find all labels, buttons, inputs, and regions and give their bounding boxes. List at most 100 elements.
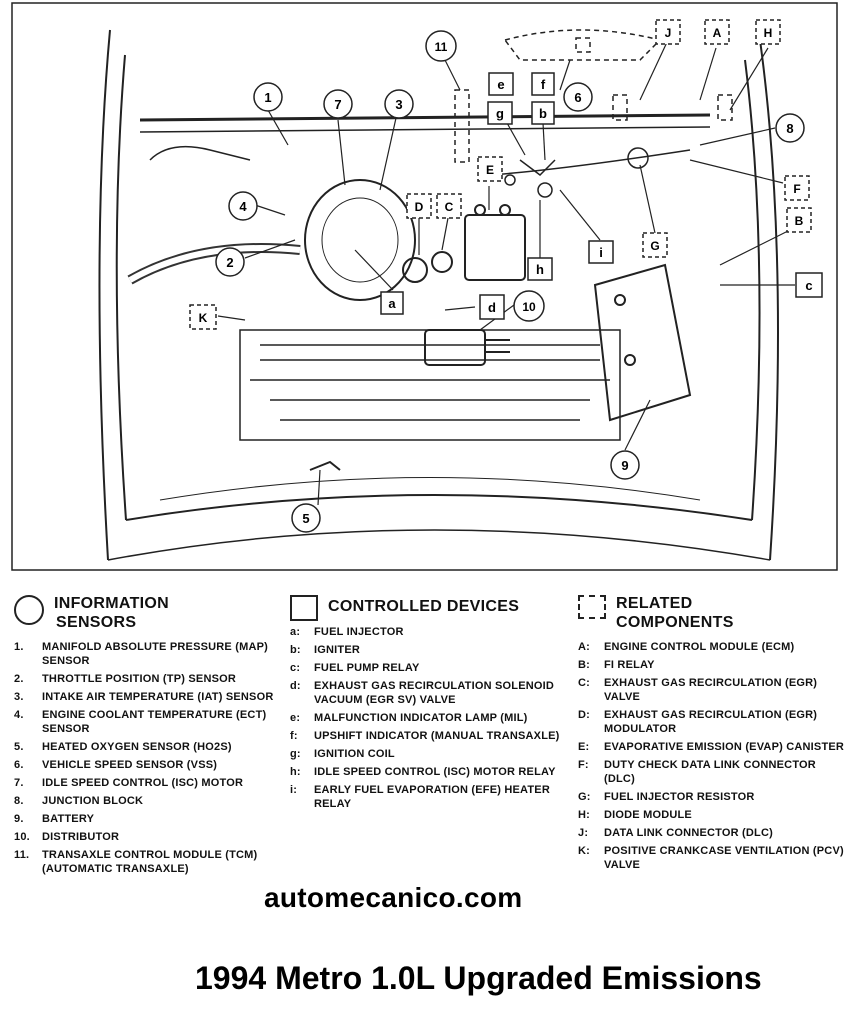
legend-key: 10. <box>14 831 30 843</box>
legend-text: EXHAUST GAS RECIRCULATION (EGR) VALVE <box>604 677 818 703</box>
legend-key: J: <box>578 827 589 839</box>
controlled-device-item: a:FUEL INJECTOR <box>290 625 560 639</box>
svg-text:9: 9 <box>621 458 628 473</box>
legend-key: G: <box>578 791 591 803</box>
legend-text: DATA LINK CONNECTOR (DLC) <box>604 827 773 839</box>
legend-text: ENGINE CONTROL MODULE (ECM) <box>604 641 795 653</box>
dashed-square-icon <box>578 595 606 619</box>
legend-controlled-devices: CONTROLLED DEVICES a:FUEL INJECTOR b:IGNI… <box>290 594 560 815</box>
svg-text:4: 4 <box>239 199 247 214</box>
svg-text:H: H <box>764 26 773 40</box>
svg-text:d: d <box>488 300 496 315</box>
sensor-item: 10.DISTRIBUTOR <box>14 830 274 844</box>
callout-2: 2 <box>215 247 245 277</box>
related-component-item: D:EXHAUST GAS RECIRCULATION (EGR) MODULA… <box>578 708 848 736</box>
controlled-device-item: f:UPSHIFT INDICATOR (MANUAL TRANSAXLE) <box>290 729 560 743</box>
callout-i: i <box>588 240 614 264</box>
svg-text:B: B <box>795 214 804 228</box>
legend-key: 6. <box>14 759 24 771</box>
diagram-frame <box>11 2 838 571</box>
legend-text: ENGINE COOLANT TEMPERATURE (ECT) SENSOR <box>42 709 267 735</box>
air-intake <box>127 179 416 301</box>
legend-text: EXHAUST GAS RECIRCULATION (EGR) MODULATO… <box>604 709 818 735</box>
legend-text: INTAKE AIR TEMPERATURE (IAT) SENSOR <box>42 691 274 703</box>
callout-7: 7 <box>323 89 353 119</box>
svg-text:K: K <box>199 311 208 325</box>
body-outline <box>98 29 779 561</box>
legend-key: g: <box>290 748 301 760</box>
legend-related-header: RELATED COMPONENTS <box>578 594 848 632</box>
legend-text: UPSHIFT INDICATOR (MANUAL TRANSAXLE) <box>314 730 560 742</box>
legend-key: 9. <box>14 813 24 825</box>
legend-information-sensors: INFORMATION SENSORS 1.MANIFOLD ABSOLUTE … <box>14 594 274 880</box>
sensor-item: 7.IDLE SPEED CONTROL (ISC) MOTOR <box>14 776 274 790</box>
svg-text:g: g <box>496 106 504 121</box>
legend-text: IDLE SPEED CONTROL (ISC) MOTOR <box>42 777 244 789</box>
sensor-item: 1.MANIFOLD ABSOLUTE PRESSURE (MAP) SENSO… <box>14 640 274 668</box>
legend-text: IDLE SPEED CONTROL (ISC) MOTOR RELAY <box>314 766 556 778</box>
svg-text:C: C <box>445 200 454 214</box>
related-component-item: H:DIODE MODULE <box>578 808 848 822</box>
callout-3: 3 <box>384 89 414 119</box>
svg-text:2: 2 <box>226 255 233 270</box>
legend-controlled-header: CONTROLLED DEVICES <box>290 594 560 621</box>
legend-key: K: <box>578 845 591 857</box>
callout-10: 10 <box>513 290 545 322</box>
controlled-device-item: b:IGNITER <box>290 643 560 657</box>
sensor-item: 4.ENGINE COOLANT TEMPERATURE (ECT) SENSO… <box>14 708 274 736</box>
svg-text:1: 1 <box>264 90 271 105</box>
legend-text: DIODE MODULE <box>604 809 692 821</box>
related-component-item: A: ENGINE CONTROL MODULE (ECM) <box>578 640 848 654</box>
legend-text: DUTY CHECK DATA LINK CONNECTOR (DLC) <box>604 759 816 785</box>
wiring <box>489 147 691 198</box>
callout-C: C <box>436 193 462 219</box>
callout-h: h <box>527 257 553 281</box>
svg-text:f: f <box>541 77 546 92</box>
callout-8: 8 <box>775 113 805 143</box>
legend-text: MALFUNCTION INDICATOR LAMP (MIL) <box>314 712 528 724</box>
svg-text:8: 8 <box>786 121 793 136</box>
svg-text:3: 3 <box>395 97 402 112</box>
callout-b: b <box>531 101 555 125</box>
svg-text:5: 5 <box>302 511 309 526</box>
legend-key: 2. <box>14 673 24 685</box>
legend-key: 11. <box>14 849 30 861</box>
leader-lines <box>217 39 795 506</box>
callout-K: K <box>189 304 217 330</box>
legend-text: EXHAUST GAS RECIRCULATION SOLENOID VACUU… <box>314 680 555 706</box>
svg-text:F: F <box>793 182 800 196</box>
egr-shapes <box>402 251 453 283</box>
legend-text: THROTTLE POSITION (TP) SENSOR <box>42 673 237 685</box>
related-component-item: B:FI RELAY <box>578 658 848 672</box>
legend-key: B: <box>578 659 591 671</box>
sensor-item: 9. BATTERY <box>14 812 274 826</box>
legend-key: d: <box>290 680 301 692</box>
sensor-item: 8.JUNCTION BLOCK <box>14 794 274 808</box>
sensor-item: 6.VEHICLE SPEED SENSOR (VSS) <box>14 758 274 772</box>
svg-text:10: 10 <box>522 300 536 314</box>
callout-J: J <box>655 19 681 45</box>
related-component-item: C:EXHAUST GAS RECIRCULATION (EGR) VALVE <box>578 676 848 704</box>
callout-F: F <box>784 175 810 201</box>
related-component-item: J: DATA LINK CONNECTOR (DLC) <box>578 826 848 840</box>
controlled-device-item: c:FUEL PUMP RELAY <box>290 661 560 675</box>
legend-related-title-line1: RELATED <box>616 595 693 612</box>
svg-text:h: h <box>536 262 544 277</box>
related-component-item: K: POSITIVE CRANKCASE VENTILATION (PCV) V… <box>578 844 848 872</box>
legend-key: 8. <box>14 795 24 807</box>
callout-a: a <box>380 291 404 315</box>
callout-B: B <box>786 207 812 233</box>
svg-text:E: E <box>486 163 494 177</box>
legend-text: BATTERY <box>42 813 95 825</box>
circle-icon <box>14 595 44 625</box>
svg-text:6: 6 <box>574 90 581 105</box>
legend-key: c: <box>290 662 301 674</box>
callout-f: f <box>531 72 555 96</box>
legend-key: a: <box>290 626 301 638</box>
callout-A: A <box>704 19 730 45</box>
legend-key: A: <box>578 641 591 653</box>
controlled-device-item: i:EARLY FUEL EVAPORATION (EFE) HEATER RE… <box>290 783 560 811</box>
legend-text: POSITIVE CRANKCASE VENTILATION (PCV) VAL… <box>604 845 844 871</box>
callout-6: 6 <box>563 82 593 112</box>
callout-1: 1 <box>253 82 283 112</box>
